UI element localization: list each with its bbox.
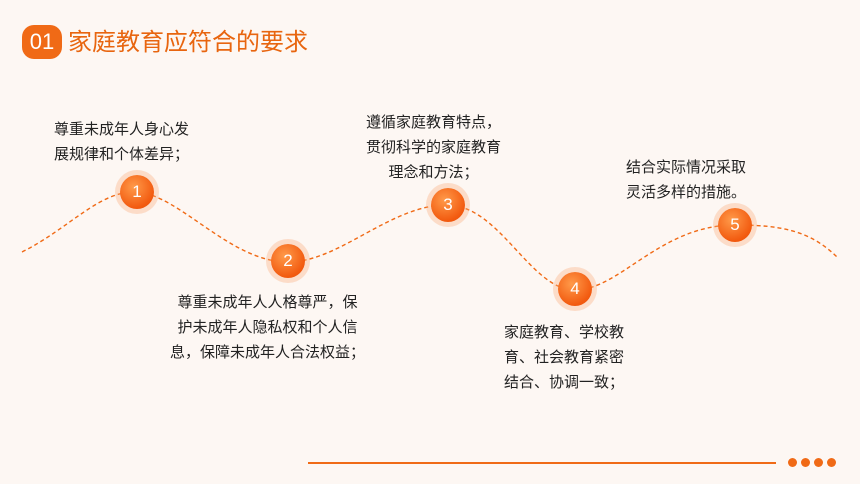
step-4-line-1: 家庭教育、学校教 xyxy=(504,323,625,341)
step-marker-5: 5 xyxy=(718,208,752,242)
step-2-line-1: 尊重未成年人人格尊严，保 xyxy=(177,293,358,311)
step-text-5: 结合实际情况采取 灵活多样的措施。 xyxy=(626,155,746,205)
step-text-4: 家庭教育、学校教 育、社会教育紧密 结合、协调一致； xyxy=(504,320,624,395)
step-4-line-3: 结合、协调一致； xyxy=(504,373,625,391)
step-1-line-1: 尊重未成年人身心发 xyxy=(54,120,190,138)
step-marker-2: 2 xyxy=(271,244,305,278)
footer-dot-2 xyxy=(801,458,810,467)
step-marker-3: 3 xyxy=(431,188,465,222)
step-5-line-2: 灵活多样的措施。 xyxy=(626,183,747,201)
step-5-line-1: 结合实际情况采取 xyxy=(626,158,747,176)
page-title: 家庭教育应符合的要求 xyxy=(68,28,308,56)
step-2-line-2: 护未成年人隐私权和个人信 xyxy=(177,318,358,336)
step-marker-1: 1 xyxy=(120,175,154,209)
footer-dot-1 xyxy=(788,458,797,467)
step-text-1: 尊重未成年人身心发 展规律和个体差异； xyxy=(54,117,189,167)
step-marker-4: 4 xyxy=(558,272,592,306)
footer-divider-line xyxy=(308,462,776,464)
step-3-line-3: 理念和方法； xyxy=(388,163,479,181)
step-4-line-2: 育、社会教育紧密 xyxy=(504,348,625,366)
step-3-line-2: 贯彻科学的家庭教育 xyxy=(366,138,502,156)
section-number-badge: 01 xyxy=(22,25,62,59)
step-text-2: 尊重未成年人人格尊严，保 护未成年人隐私权和个人信 息，保障未成年人合法权益； xyxy=(170,290,365,365)
step-text-3: 遵循家庭教育特点， 贯彻科学的家庭教育 理念和方法； xyxy=(366,110,501,185)
footer-dot-4 xyxy=(827,458,836,467)
step-1-line-2: 展规律和个体差异； xyxy=(54,145,190,163)
step-2-line-3: 息，保障未成年人合法权益； xyxy=(170,343,366,361)
footer-dot-3 xyxy=(814,458,823,467)
step-3-line-1: 遵循家庭教育特点， xyxy=(366,113,502,131)
